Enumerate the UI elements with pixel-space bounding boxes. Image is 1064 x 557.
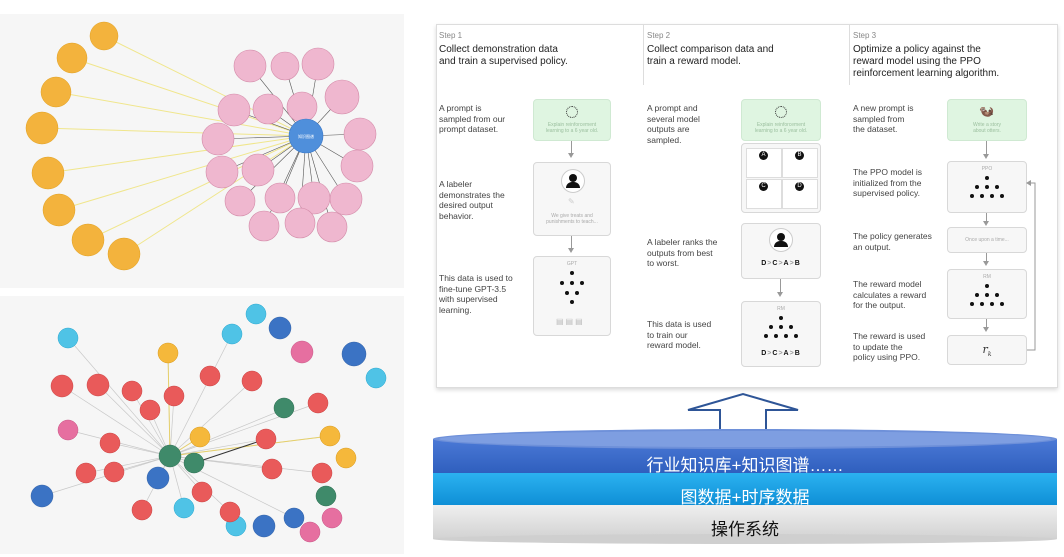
network-icon xyxy=(970,284,1004,306)
step-desc: The PPO model is initialized from the su… xyxy=(853,167,922,198)
prompt-box: Explain reinforcement learning to a 6 ye… xyxy=(741,99,821,141)
step-desc: A prompt is sampled from our prompt data… xyxy=(439,103,506,134)
step-number: Step 2 xyxy=(647,31,671,40)
rm-box: RM xyxy=(947,269,1027,319)
prompt-text: Explain reinforcement learning to a 6 ye… xyxy=(754,122,808,134)
output-box: Once upon a time... xyxy=(947,227,1027,253)
flow-arrow xyxy=(568,248,574,253)
layer-graph-timeseries: 图数据+时序数据 xyxy=(680,488,810,507)
rlhf-diagram: Step 1 Collect demonstration data and tr… xyxy=(436,24,1058,388)
step-number: Step 1 xyxy=(439,31,463,40)
flow-arrow xyxy=(983,154,989,159)
knowledge-graph-bottom xyxy=(0,296,404,554)
output-a: A xyxy=(746,148,782,178)
step-title: Collect demonstration data and train a s… xyxy=(439,44,568,67)
step-desc: The policy generates an output. xyxy=(853,231,932,252)
flow-line xyxy=(986,141,987,155)
step-desc: This data is used to fine-tune GPT-3.5 w… xyxy=(439,273,513,315)
flow-line xyxy=(571,236,572,249)
flow-arrow xyxy=(983,261,989,266)
model-label: GPT xyxy=(566,261,578,267)
otter-icon: 🦦 xyxy=(979,104,994,118)
step-desc: A prompt and several model outputs are s… xyxy=(647,103,700,145)
labeler-text: We give treats and punishments to teach.… xyxy=(546,213,598,225)
rm-label: RM xyxy=(777,306,785,312)
up-arrow-icon xyxy=(687,392,799,431)
svg-text:知识图谱: 知识图谱 xyxy=(298,133,314,139)
prompt-box: 🦦 Write a story about otters. xyxy=(947,99,1027,141)
prompt-box: Explain reinforcement learning to a 6 ye… xyxy=(533,99,611,141)
step-title: Collect comparison data and train a rewa… xyxy=(647,44,774,67)
prompt-icon xyxy=(775,106,787,118)
feedback-loop xyxy=(1026,180,1036,351)
flow-arrow xyxy=(983,221,989,226)
ranking-row: D>C>A>B xyxy=(761,350,801,357)
prompt-text: Write a story about otters. xyxy=(973,122,1001,134)
step-separator xyxy=(643,25,644,85)
labeler-box: ✎ We give treats and punishments to teac… xyxy=(533,162,611,236)
flow-line xyxy=(780,279,781,293)
stack-shape xyxy=(433,429,1057,544)
outputs-box: A B C D xyxy=(741,143,821,213)
output-d: D xyxy=(782,179,818,209)
labeler-icon xyxy=(769,228,793,252)
output-b: B xyxy=(782,148,818,178)
ppo-label: PPO xyxy=(981,166,993,172)
flow-line xyxy=(986,213,987,223)
prompt-text: Explain reinforcement learning to a 6 ye… xyxy=(545,122,599,134)
layer-operating-system: 操作系统 xyxy=(711,520,779,539)
graph-bottom-svg xyxy=(30,303,387,543)
network-icon xyxy=(970,176,1004,198)
flow-line xyxy=(571,141,572,154)
output-c: C xyxy=(746,179,782,209)
labeler-icon xyxy=(561,169,585,193)
step-desc: The reward model calculates a reward for… xyxy=(853,279,927,310)
network-icon xyxy=(560,271,584,304)
ppo-box: PPO xyxy=(947,161,1027,213)
network-icon xyxy=(764,316,798,338)
layer-industry-knowledge: 行业知识库+知识图谱…… xyxy=(646,456,844,475)
reward-box: rk xyxy=(947,335,1027,365)
reward-symbol: rk xyxy=(982,343,992,359)
step-1: Step 1 Collect demonstration data and tr… xyxy=(437,25,643,387)
step-separator xyxy=(849,25,850,85)
flow-arrow xyxy=(777,292,783,297)
flow-line xyxy=(986,253,987,263)
layer-stack: 行业知识库+知识图谱…… 图数据+时序数据 操作系统 xyxy=(433,395,1057,545)
prompt-icon xyxy=(566,106,578,118)
flow-line xyxy=(986,319,987,329)
step-title: Optimize a policy against the reward mod… xyxy=(853,44,1000,79)
output-text: Once upon a time... xyxy=(965,237,1009,243)
graph-top-svg: 知识图谱 xyxy=(25,21,377,271)
step-desc: A labeler ranks the outputs from best to… xyxy=(647,237,718,268)
step-number: Step 3 xyxy=(853,31,877,40)
knowledge-graph-top: 知识图谱 xyxy=(0,14,404,288)
step-desc: The reward is used to update the policy … xyxy=(853,331,926,362)
step-desc: A labeler demonstrates the desired outpu… xyxy=(439,179,505,221)
step-desc: This data is used to train our reward mo… xyxy=(647,319,712,350)
step-3: Step 3 Optimize a policy against the rew… xyxy=(851,25,1057,387)
ranking-row: D>C>A>B xyxy=(761,260,801,267)
step-desc: A new prompt is sampled from the dataset… xyxy=(853,103,914,134)
doc-icons: ▤▤▤ xyxy=(556,317,585,326)
flow-arrow xyxy=(983,327,989,332)
ranking-box: D>C>A>B xyxy=(741,223,821,279)
pencil-icon: ✎ xyxy=(568,197,575,206)
model-box: GPT ▤▤▤ xyxy=(533,256,611,336)
step-2: Step 2 Collect comparison data and train… xyxy=(645,25,849,387)
flow-arrow xyxy=(568,153,574,158)
rm-box: RM D>C>A>B xyxy=(741,301,821,367)
rm-label: RM xyxy=(983,274,991,280)
